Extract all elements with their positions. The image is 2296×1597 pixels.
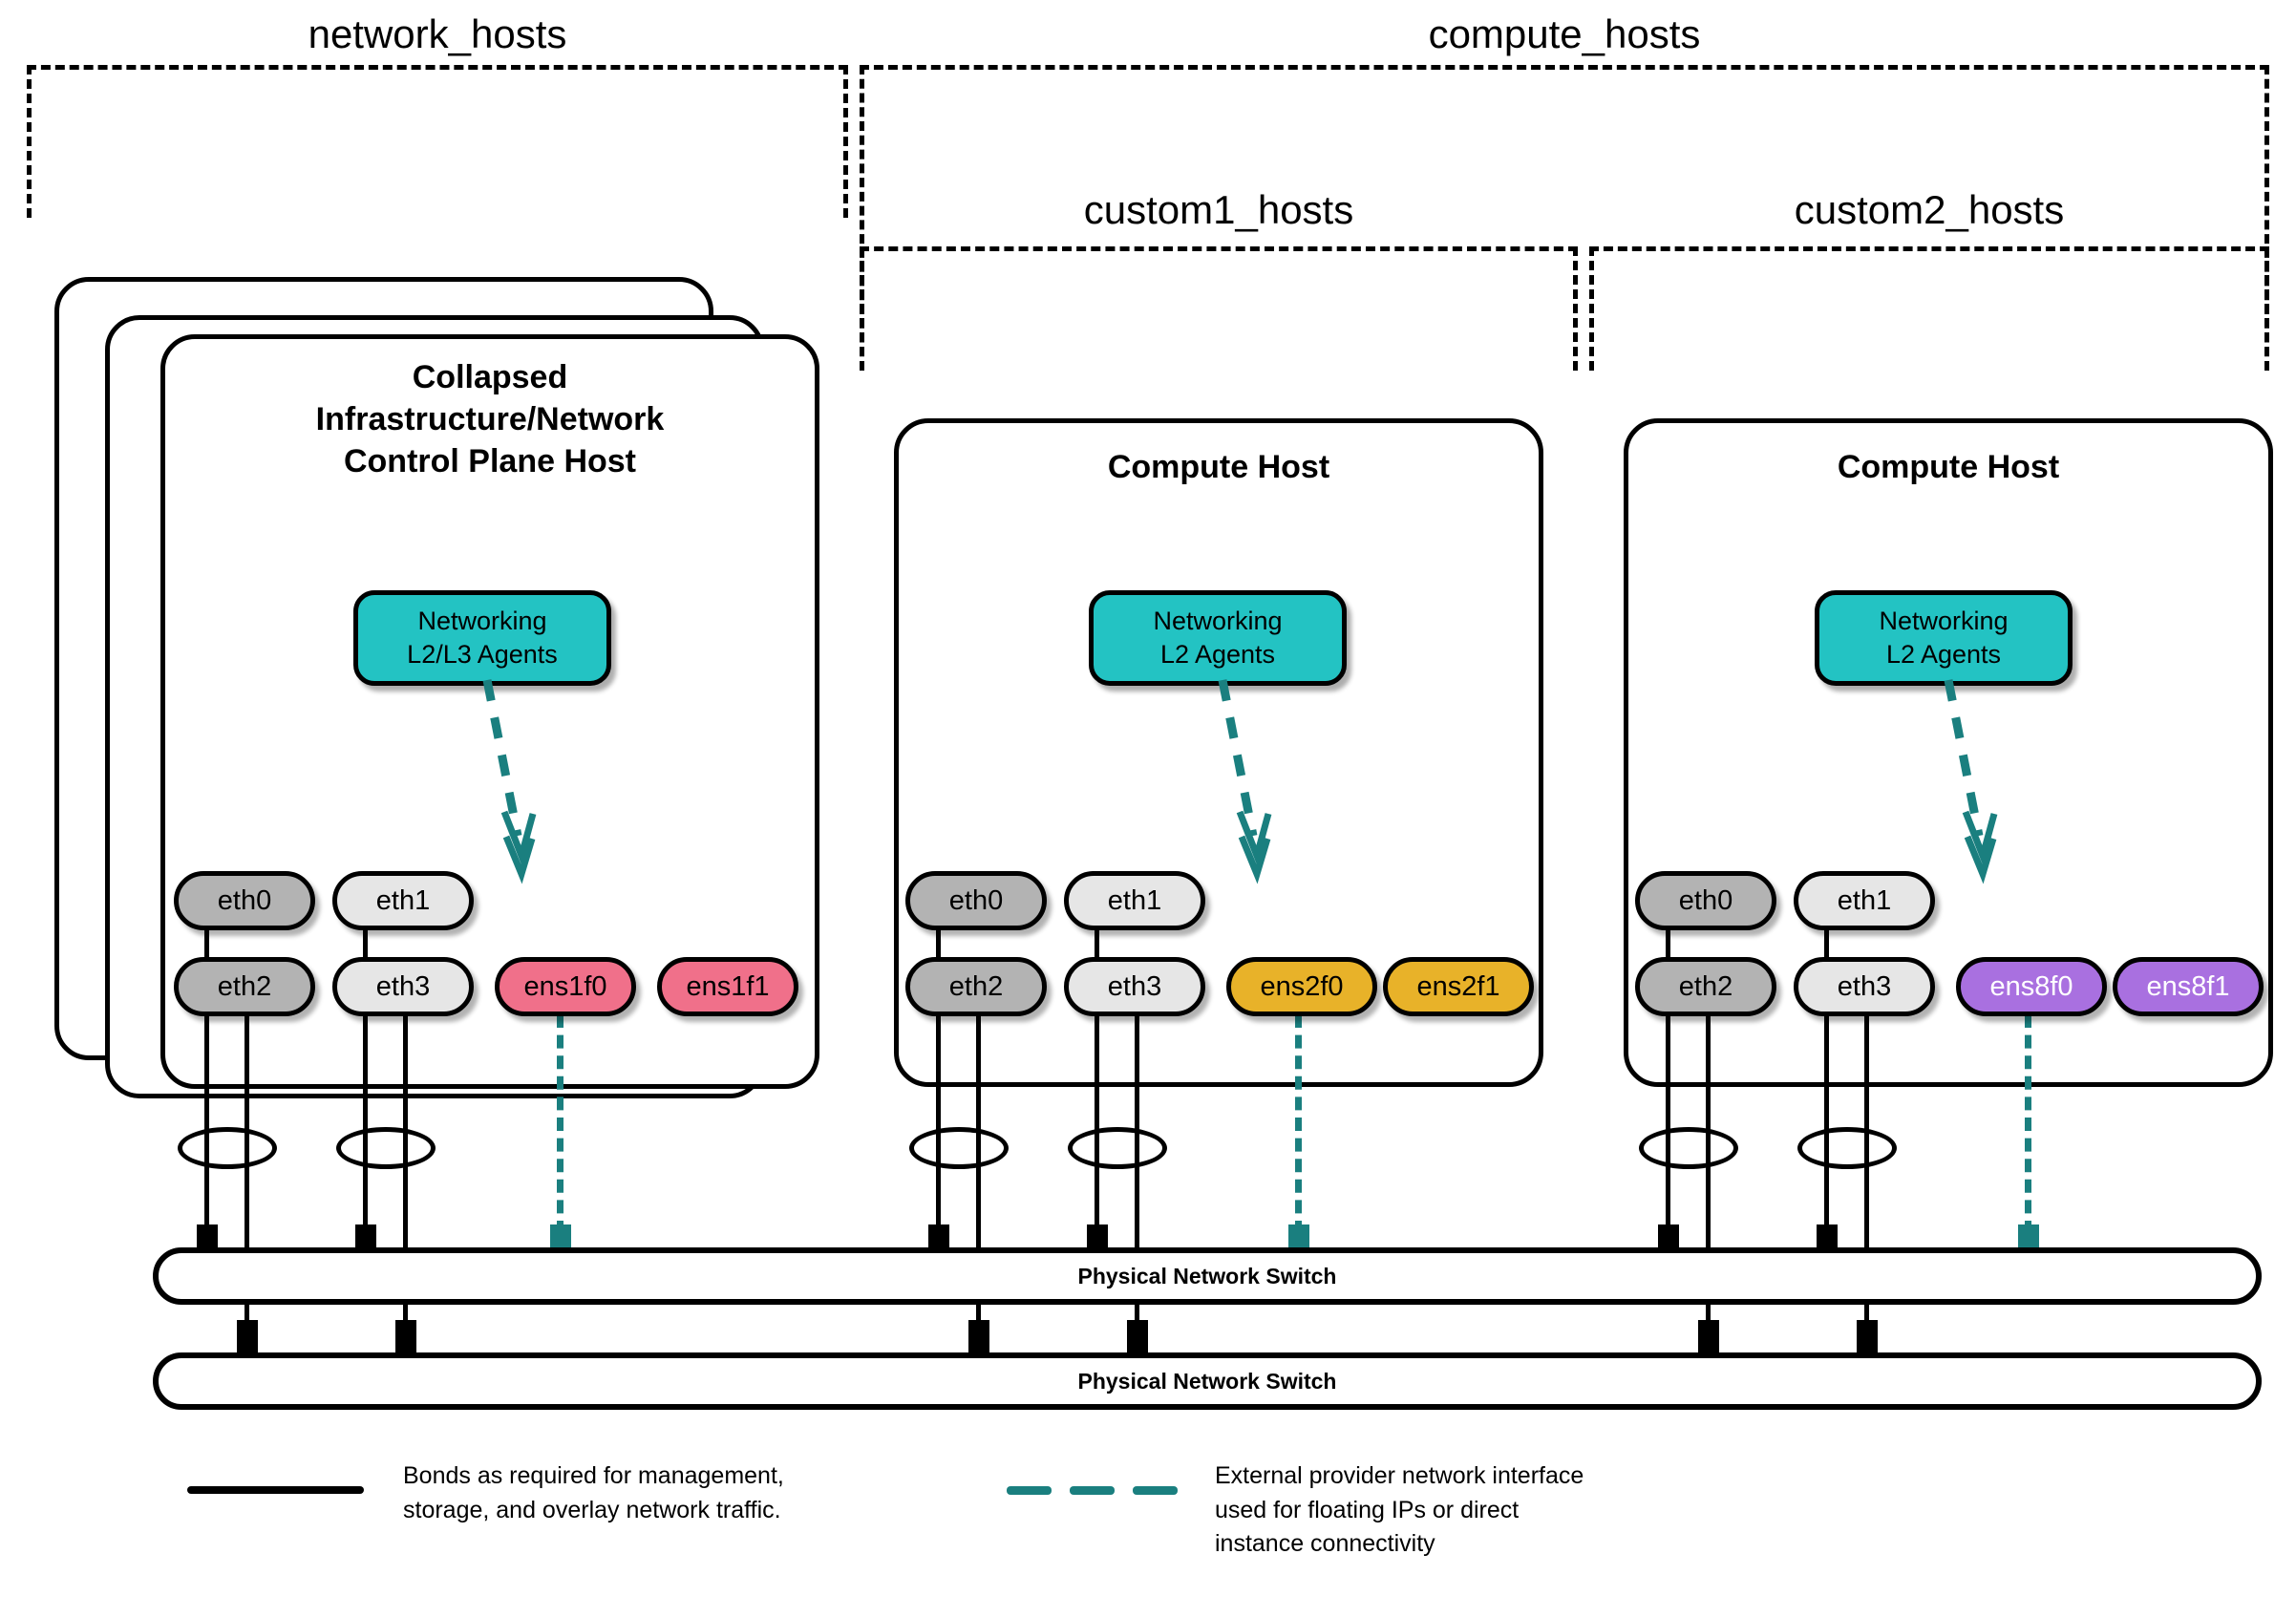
wire-compute2-eth2 bbox=[1706, 993, 1711, 1368]
agent-box-control[interactable]: Networking L2/L3 Agents bbox=[353, 590, 611, 686]
nic-compute2-ens8f1[interactable]: ens8f1 bbox=[2113, 957, 2264, 1016]
nic-compute1-ens2f1[interactable]: ens2f1 bbox=[1383, 957, 1534, 1016]
wire-compute2-eth0 bbox=[1666, 917, 1670, 1272]
nic-compute1-eth3[interactable]: eth3 bbox=[1064, 957, 1205, 1016]
nic-control-eth1[interactable]: eth1 bbox=[332, 871, 474, 930]
wire-compute2-eth3 bbox=[1864, 993, 1869, 1368]
provider-wire-compute2 bbox=[2025, 1014, 2031, 1234]
port-control-c bbox=[237, 1320, 258, 1354]
bond-ellipse-compute2-b bbox=[1797, 1127, 1897, 1169]
wire-compute2-eth1 bbox=[1824, 917, 1829, 1272]
legend-swatch-bonds bbox=[187, 1486, 364, 1494]
provider-wire-compute1 bbox=[1295, 1014, 1302, 1234]
bond-ellipse-control-a bbox=[178, 1127, 277, 1169]
nic-compute2-eth1[interactable]: eth1 bbox=[1794, 871, 1935, 930]
group-frame-compute-hosts bbox=[860, 65, 2269, 371]
wire-compute1-eth1 bbox=[1095, 917, 1099, 1272]
nic-control-eth2[interactable]: eth2 bbox=[174, 957, 315, 1016]
provider-link-compute1 bbox=[1218, 679, 1272, 884]
wire-compute1-eth0 bbox=[936, 917, 941, 1272]
provider-wire-control bbox=[557, 1014, 563, 1234]
group-label-custom1-hosts: custom1_hosts bbox=[1083, 187, 1354, 232]
wire-compute1-eth3 bbox=[1135, 993, 1139, 1368]
wire-control-eth2 bbox=[244, 993, 249, 1368]
nic-control-ens1f0[interactable]: ens1f0 bbox=[495, 957, 636, 1016]
port-compute1-c bbox=[968, 1320, 989, 1354]
legend-swatch-provider-3 bbox=[1133, 1486, 1178, 1495]
host-title-control: Collapsed Infrastructure/Network Control… bbox=[315, 359, 665, 480]
bond-ellipse-compute2-a bbox=[1639, 1127, 1738, 1169]
port-compute1-d bbox=[1127, 1320, 1148, 1354]
nic-compute1-ens2f0[interactable]: ens2f0 bbox=[1226, 957, 1377, 1016]
switch-bottom[interactable]: Physical Network Switch bbox=[153, 1352, 2262, 1410]
agent-box-compute1[interactable]: Networking L2 Agents bbox=[1089, 590, 1347, 686]
port-compute2-d bbox=[1857, 1320, 1878, 1354]
provider-link-compute2 bbox=[1944, 679, 1998, 884]
group-frame-network-hosts bbox=[27, 65, 848, 218]
nic-compute2-ens8f0[interactable]: ens8f0 bbox=[1956, 957, 2107, 1016]
switch-top[interactable]: Physical Network Switch bbox=[153, 1247, 2262, 1305]
wire-compute1-eth2 bbox=[976, 993, 981, 1368]
nic-compute2-eth0[interactable]: eth0 bbox=[1635, 871, 1776, 930]
host-title-compute1: Compute Host bbox=[1107, 449, 1330, 485]
nic-compute2-eth3[interactable]: eth3 bbox=[1794, 957, 1935, 1016]
nic-control-eth0[interactable]: eth0 bbox=[174, 871, 315, 930]
nic-control-ens1f1[interactable]: ens1f1 bbox=[657, 957, 798, 1016]
provider-link-control bbox=[482, 679, 537, 884]
group-label-compute-hosts: compute_hosts bbox=[1428, 11, 1701, 56]
wire-control-eth3 bbox=[403, 993, 408, 1368]
legend-text-bonds: Bonds as required for management, storag… bbox=[403, 1462, 784, 1523]
port-control-d bbox=[395, 1320, 416, 1354]
nic-compute2-eth2[interactable]: eth2 bbox=[1635, 957, 1776, 1016]
legend-swatch-provider-2 bbox=[1070, 1486, 1115, 1495]
group-label-custom2-hosts: custom2_hosts bbox=[1794, 187, 2065, 232]
legend-swatch-provider-1 bbox=[1007, 1486, 1052, 1495]
agent-box-compute2[interactable]: Networking L2 Agents bbox=[1815, 590, 2073, 686]
host-title-compute2: Compute Host bbox=[1837, 449, 2060, 485]
legend-text-provider: External provider network interface used… bbox=[1215, 1462, 1584, 1557]
nic-compute1-eth0[interactable]: eth0 bbox=[905, 871, 1047, 930]
group-frame-custom1-hosts bbox=[860, 246, 1578, 371]
group-frame-custom2-hosts bbox=[1589, 246, 2269, 371]
nic-compute1-eth2[interactable]: eth2 bbox=[905, 957, 1047, 1016]
bond-ellipse-compute1-b bbox=[1068, 1127, 1167, 1169]
group-label-network-hosts: network_hosts bbox=[308, 11, 567, 56]
wire-control-eth0 bbox=[204, 917, 209, 1272]
port-compute2-c bbox=[1698, 1320, 1719, 1354]
nic-control-eth3[interactable]: eth3 bbox=[332, 957, 474, 1016]
wire-control-eth1 bbox=[363, 917, 368, 1272]
bond-ellipse-compute1-a bbox=[909, 1127, 1009, 1169]
nic-compute1-eth1[interactable]: eth1 bbox=[1064, 871, 1205, 930]
bond-ellipse-control-b bbox=[336, 1127, 436, 1169]
